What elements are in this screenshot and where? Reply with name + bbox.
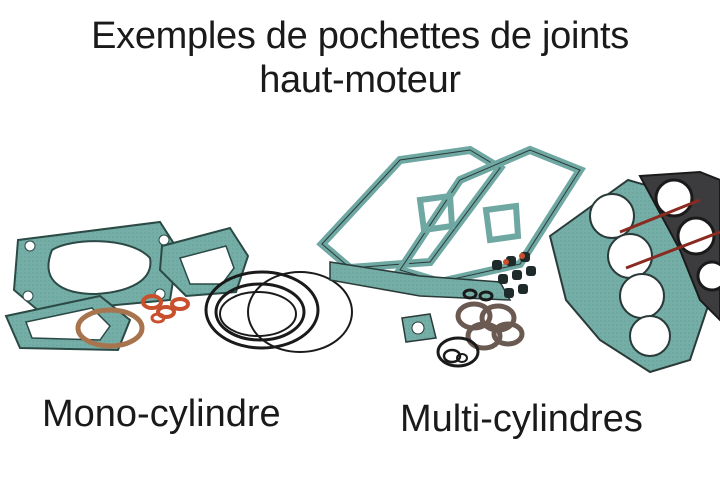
strip-gasket — [329, 261, 512, 301]
caption-multi-cylindres: Multi-cylindres — [400, 398, 643, 440]
title-line-1: Exemples de pochettes de joints — [91, 15, 629, 57]
multi-cylinder-gasket-set — [316, 145, 720, 374]
mono-cylinder-gasket-set — [4, 220, 353, 353]
title-line-2: haut-moteur — [259, 59, 461, 101]
caption-mono-cylindre: Mono-cylindre — [42, 393, 281, 435]
